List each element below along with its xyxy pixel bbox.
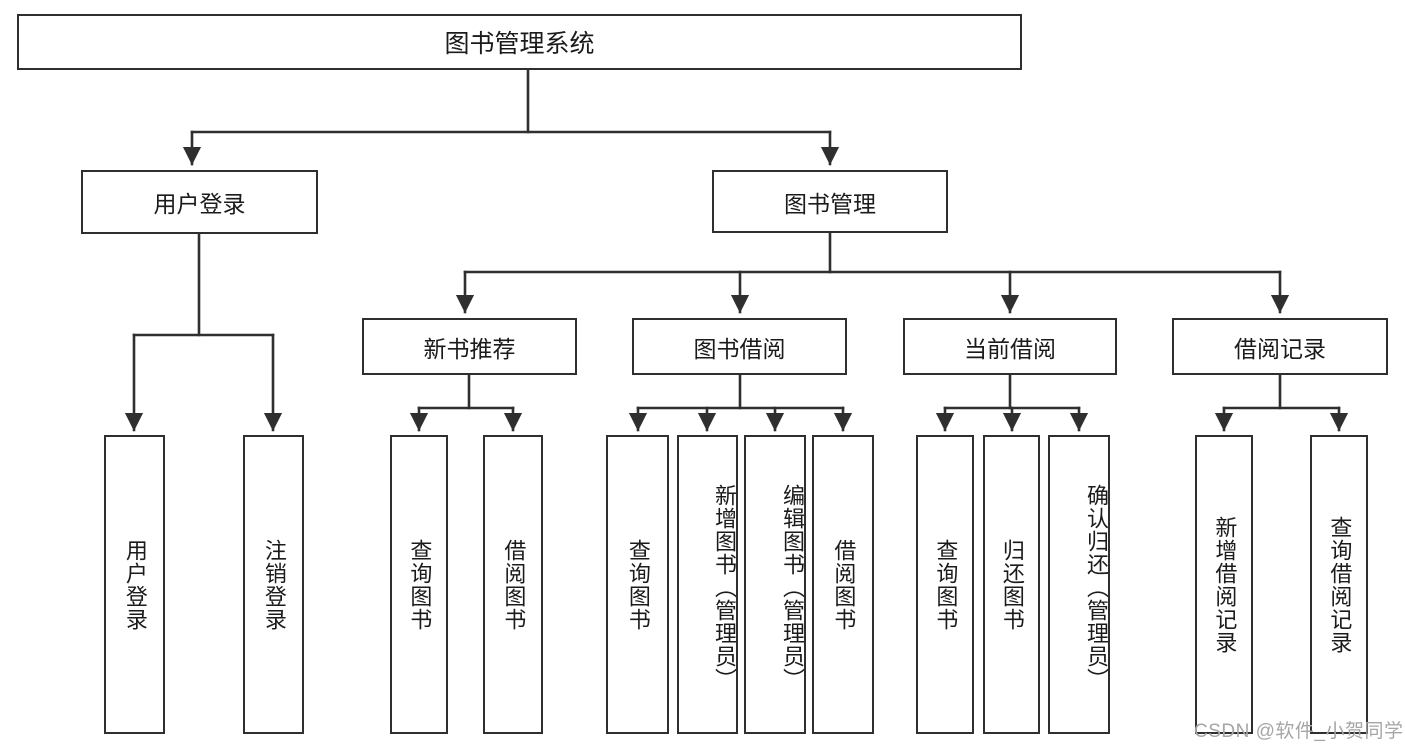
node-book-manage[interactable]: 图书管理 bbox=[712, 170, 948, 233]
leaf-user-login[interactable]: 用户登录 bbox=[104, 435, 165, 734]
leaf-current-return-book[interactable]: 归还图书 bbox=[983, 435, 1040, 734]
leaf-user-logout[interactable]: 注销登录 bbox=[243, 435, 304, 734]
leaf-current-confirm-return-admin[interactable]: 确认归还（管理员） bbox=[1048, 435, 1110, 734]
node-root[interactable]: 图书管理系统 bbox=[17, 14, 1022, 70]
leaf-record-add-borrow-record[interactable]: 新增借阅记录 bbox=[1195, 435, 1253, 734]
node-current-borrow[interactable]: 当前借阅 bbox=[903, 318, 1117, 375]
leaf-current-query-book[interactable]: 查询图书 bbox=[916, 435, 974, 734]
node-book-borrow[interactable]: 图书借阅 bbox=[632, 318, 847, 375]
leaf-newbook-borrow-book[interactable]: 借阅图书 bbox=[483, 435, 543, 734]
leaf-borrow-borrow-book[interactable]: 借阅图书 bbox=[812, 435, 874, 734]
leaf-borrow-edit-book-admin[interactable]: 编辑图书（管理员） bbox=[744, 435, 806, 734]
csdn-watermark: CSDN @软件_小贺同学 bbox=[1194, 721, 1404, 742]
leaf-record-query-borrow-record[interactable]: 查询借阅记录 bbox=[1310, 435, 1368, 734]
node-borrow-record[interactable]: 借阅记录 bbox=[1172, 318, 1388, 375]
leaf-newbook-query-book[interactable]: 查询图书 bbox=[390, 435, 448, 734]
leaf-borrow-add-book-admin[interactable]: 新增图书（管理员） bbox=[677, 435, 738, 734]
leaf-borrow-query-book[interactable]: 查询图书 bbox=[606, 435, 669, 734]
node-new-book-recommend[interactable]: 新书推荐 bbox=[362, 318, 577, 375]
node-user-login[interactable]: 用户登录 bbox=[81, 170, 318, 234]
